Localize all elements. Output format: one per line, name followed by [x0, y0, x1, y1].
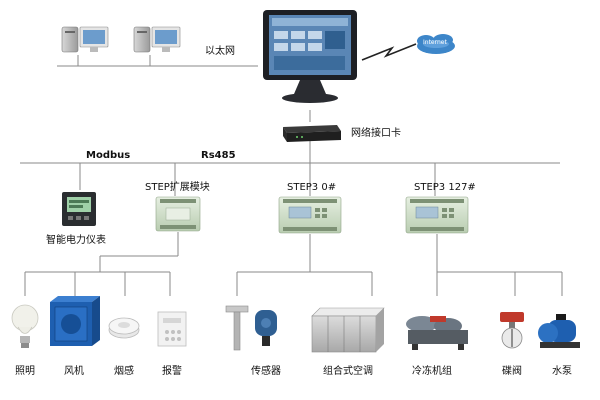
touchscreen-monitor-icon: [263, 10, 357, 103]
chiller-icon: [406, 316, 468, 350]
alarm-panel-icon: [157, 311, 187, 347]
device-label-pump: 水泵: [552, 366, 572, 377]
device-label-smoke: 烟感: [114, 366, 134, 377]
butterfly-valve-icon: [500, 312, 524, 349]
internet-cloud-icon: [417, 34, 455, 54]
wireless-link-icon: [361, 43, 417, 61]
ethernet-label: 以太网: [205, 46, 235, 57]
controller-127-label: STEP3 127#: [414, 182, 476, 193]
network-card-icon: [283, 125, 341, 142]
expansion-module-label: STEP扩展模块: [145, 182, 210, 193]
device-label-chiller: 冷冻机组: [412, 366, 452, 377]
connection-lines: [20, 55, 563, 296]
device-label-butterfly-valve: 碟阀: [502, 366, 522, 377]
power-meter-label: 智能电力仪表: [46, 235, 106, 246]
water-pump-icon: [538, 314, 580, 348]
light-bulb-icon: [11, 304, 39, 348]
bus-modbus-label: Modbus: [86, 150, 131, 161]
power-meter-icon: [62, 192, 96, 226]
network-card-label: 网络接口卡: [351, 128, 401, 139]
device-label-alarm: 报警: [162, 366, 182, 377]
controller-0-icon: [278, 196, 342, 234]
sensor-icon: [225, 305, 277, 351]
bus-rs485-label: Rs485: [201, 150, 236, 161]
air-handling-unit-icon: [311, 307, 385, 353]
device-label-sensor: 传感器: [251, 366, 281, 377]
controller-127-icon: [405, 196, 469, 234]
workstation-icon: [133, 26, 181, 53]
device-label-ahu: 组合式空调: [323, 366, 373, 377]
device-label-lighting: 照明: [15, 366, 35, 377]
fan-icon: [50, 296, 100, 346]
expansion-module-icon: [155, 196, 201, 232]
device-label-fan: 风机: [64, 366, 84, 377]
smoke-detector-icon: [108, 317, 140, 339]
workstation-icon: [61, 26, 109, 53]
internet-label: Internet: [423, 39, 447, 46]
controller-0-label: STEP3 0#: [287, 182, 337, 193]
